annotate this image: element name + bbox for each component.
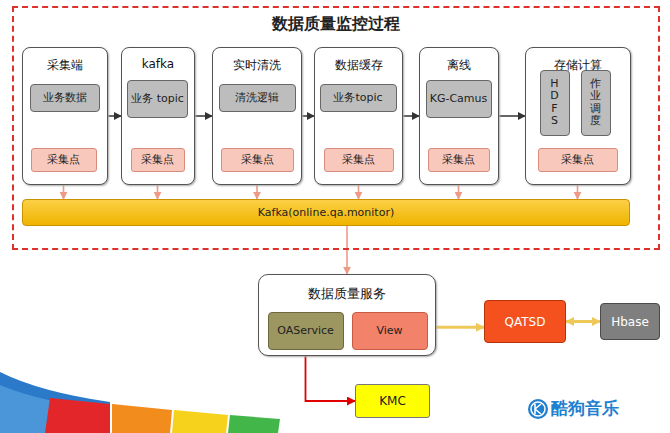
process-box: 业务数据	[30, 84, 100, 112]
stage-box: 数据缓存业务topic 采集点	[314, 47, 403, 185]
logo-text: 酷狗音乐	[551, 397, 619, 420]
stage-box: 实时清洗清洗逻辑采集点	[212, 47, 302, 185]
collect-point: 采集点	[428, 148, 490, 172]
box-label: HDFS	[549, 78, 560, 126]
flow-arrow	[346, 226, 348, 274]
flow-arrow	[306, 350, 356, 402]
monitor-region: 数据质量监控过程采集端业务数据采集点kafka业务 topic采集点实时清洗清洗…	[12, 6, 660, 250]
green-stripe	[228, 415, 280, 433]
logo-circle	[528, 399, 548, 419]
heading-text: 离线	[420, 57, 498, 74]
process-box: 业务topic	[320, 84, 397, 112]
heading-text: 采集端	[23, 57, 107, 74]
flow-arrow	[403, 115, 419, 117]
box-label: 业务topic	[333, 91, 382, 104]
box-label: View	[376, 324, 402, 337]
process-box: 作业调度	[581, 70, 611, 136]
process-box: 业务 topic	[127, 80, 188, 118]
flow-arrow	[302, 115, 314, 117]
flow-arrow	[499, 115, 525, 117]
collect-point: 采集点	[324, 148, 394, 172]
box-label: KMC	[379, 394, 406, 408]
collect-point: 采集点	[221, 148, 294, 172]
service-module: View	[352, 312, 428, 350]
box-label: KG-Camus	[430, 92, 488, 105]
kafka-bus: Kafka(online.qa.monitor)	[22, 199, 630, 226]
flow-arrow	[195, 115, 212, 117]
heading-text: 数据缓存	[315, 57, 402, 74]
box-label: OAService	[277, 324, 334, 337]
process-box: 清洗逻辑	[219, 84, 296, 112]
heading-text: kafka	[122, 57, 194, 71]
box-label: 采集点	[141, 152, 174, 167]
alert-box: KMC	[355, 384, 430, 418]
stage-box: 存储计算HDFS作业调度采集点	[525, 47, 631, 185]
box-label: Hbase	[611, 315, 649, 329]
collect-point: 采集点	[31, 148, 97, 172]
yellow-stripe	[172, 410, 228, 433]
logo-ring	[531, 402, 545, 416]
logo-k-mark	[535, 404, 541, 414]
storage-box: QATSD	[484, 300, 566, 343]
service-box: 数据质量服务 OAService View	[258, 274, 436, 356]
orange-stripe	[112, 404, 172, 433]
box-label: 采集点	[47, 152, 80, 167]
process-box: HDFS	[540, 70, 570, 136]
flow-arrow	[566, 320, 600, 323]
collect-point: 采集点	[131, 148, 185, 172]
process-box: KG-Camus	[426, 80, 492, 118]
box-label: 采集点	[342, 152, 375, 167]
flow-arrow	[108, 115, 121, 117]
storage-box: Hbase	[600, 303, 660, 340]
box-label: 作业调度	[590, 78, 601, 126]
stage-box: 采集端业务数据采集点	[22, 47, 108, 185]
stage-box: 离线 KG-Camus 采集点	[419, 47, 499, 185]
box-label: 采集点	[442, 152, 475, 167]
blue-swoosh	[0, 372, 110, 433]
blue-swoosh-light	[0, 385, 110, 433]
box-label: Kafka(online.qa.monitor)	[258, 206, 394, 219]
service-module: OAService	[268, 312, 344, 350]
stage-box: kafka 业务 topic 采集点	[121, 47, 195, 185]
box-label: 清洗逻辑	[235, 91, 279, 104]
box-label: 业务 topic	[131, 92, 184, 105]
heading-text: 数据质量监控过程	[14, 14, 658, 35]
heading-text: 实时清洗	[213, 57, 301, 74]
box-label: QATSD	[505, 315, 546, 329]
heading-text: 数据质量服务	[259, 285, 435, 303]
box-label: 业务数据	[43, 91, 87, 104]
collect-point: 采集点	[538, 148, 618, 172]
box-label: 采集点	[241, 152, 274, 167]
box-label: 采集点	[561, 152, 594, 167]
red-stripe	[45, 398, 110, 433]
